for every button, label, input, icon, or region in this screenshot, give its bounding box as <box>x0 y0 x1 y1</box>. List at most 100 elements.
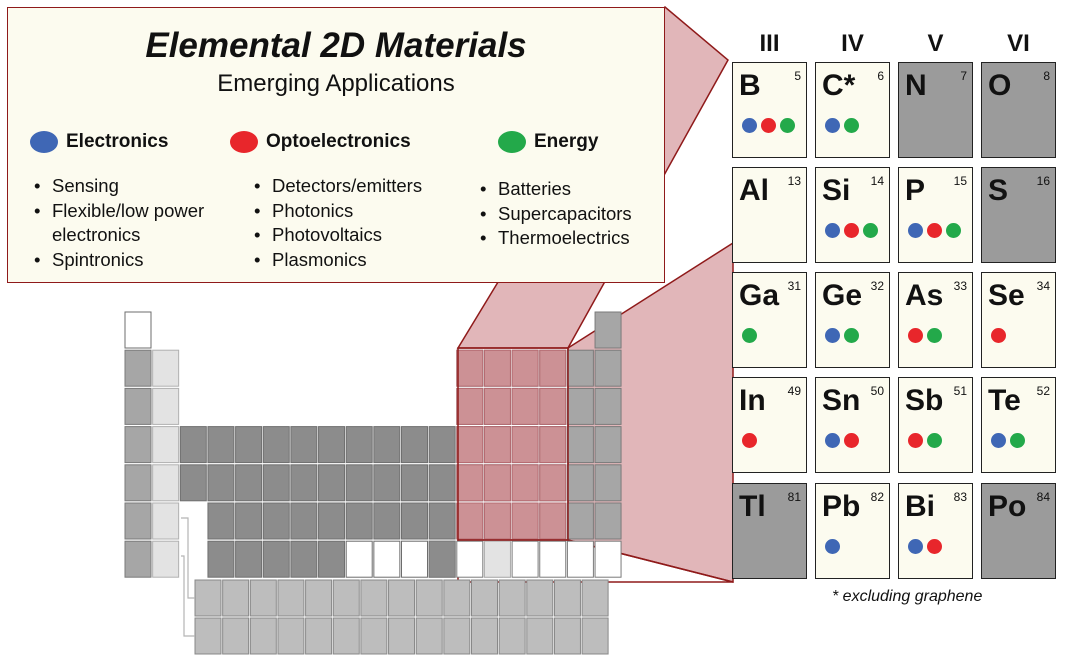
highlighted-cell <box>483 426 511 464</box>
application-dots <box>908 223 965 238</box>
f-block-cell <box>581 579 609 617</box>
list-item: Thermoelectrics <box>480 226 632 251</box>
f-block-cell <box>415 617 443 655</box>
mini-table-cell <box>124 540 152 578</box>
energy-dot-icon <box>927 328 942 343</box>
f-block-cell <box>553 579 581 617</box>
mini-table-cell <box>594 464 622 502</box>
group-label-vi: VI <box>1007 30 1030 57</box>
mini-table-cell <box>235 502 263 540</box>
energy-dot-icon <box>780 118 795 133</box>
highlighted-cell <box>483 502 511 540</box>
f-block-cell <box>553 617 581 655</box>
electronics-dot-icon <box>825 433 840 448</box>
element-symbol: Ga <box>739 279 780 312</box>
mini-table-cell <box>373 540 401 578</box>
mini-table-cell <box>566 502 594 540</box>
highlighted-cell <box>456 426 484 464</box>
element-symbol: S <box>988 174 1009 207</box>
element-symbol: As <box>905 279 944 312</box>
f-block-cell <box>194 617 222 655</box>
atomic-number: 14 <box>870 174 884 188</box>
atomic-number: 6 <box>877 69 884 83</box>
list-item: Sensing <box>34 174 204 199</box>
element-tile: C*6 <box>815 62 890 158</box>
mini-table-cell <box>152 349 180 387</box>
application-dots <box>825 328 863 343</box>
atomic-number: 13 <box>787 174 801 188</box>
application-dots <box>991 433 1029 448</box>
f-block-cell <box>581 617 609 655</box>
highlighted-cell <box>483 349 511 387</box>
f-block-cell <box>471 579 498 617</box>
element-symbol: O <box>988 69 1012 102</box>
highlighted-cell <box>511 426 539 464</box>
optoelectronics-dot-icon <box>908 328 923 343</box>
mini-table-cell <box>152 426 180 464</box>
mini-table-cell <box>318 464 346 502</box>
mini-table-cell <box>290 502 318 540</box>
legend-energy: Energy <box>498 131 598 153</box>
mini-table-cell <box>428 426 456 464</box>
element-tile: S 16 <box>981 167 1056 263</box>
optoelectronics-list: Detectors/emitters Photonics Photovoltai… <box>254 174 422 272</box>
application-dots <box>742 118 799 133</box>
highlighted-cell <box>456 387 484 425</box>
element-symbol: N <box>905 69 927 102</box>
highlighted-cell <box>539 502 567 540</box>
highlighted-cell <box>539 387 567 425</box>
mini-table-cell <box>373 502 401 540</box>
atomic-number: 49 <box>787 384 801 398</box>
mini-table-cell <box>401 502 428 540</box>
actinide-connector <box>181 555 195 637</box>
mini-table-cell <box>152 540 180 578</box>
mini-table-cell <box>373 426 401 464</box>
f-block-cell <box>388 579 416 617</box>
f-block-cell <box>249 617 277 655</box>
highlighted-cell <box>539 426 567 464</box>
element-tile: In 49 <box>732 377 807 473</box>
highlighted-cell <box>483 464 511 502</box>
mini-table-cell <box>566 387 594 425</box>
list-item: Photovoltaics <box>254 223 422 248</box>
energy-list: Batteries Supercapacitors Thermoelectric… <box>480 177 632 251</box>
application-dots <box>825 433 863 448</box>
atomic-number: 15 <box>953 174 967 188</box>
f-block-cell <box>305 617 333 655</box>
optoelectronics-dot-icon <box>844 433 859 448</box>
mini-table-cell <box>262 464 290 502</box>
atomic-number: 16 <box>1036 174 1050 188</box>
list-item: Photonics <box>254 199 422 224</box>
mini-table-cell <box>345 426 373 464</box>
atomic-number: 81 <box>787 490 801 504</box>
atomic-number: 32 <box>870 279 884 293</box>
optoelectronics-dot-icon <box>761 118 776 133</box>
highlighted-cell <box>456 349 484 387</box>
element-symbol: Pb <box>822 490 861 523</box>
electronics-dot-icon <box>825 539 840 554</box>
highlighted-cell <box>483 387 511 425</box>
footnote: * excluding graphene <box>832 588 983 605</box>
mini-table-cell <box>566 540 594 578</box>
mini-table-cell <box>483 540 511 578</box>
element-symbol: In <box>739 384 766 417</box>
electronics-dot-icon <box>908 539 923 554</box>
mini-table-cell <box>207 502 235 540</box>
f-block-cell <box>277 617 305 655</box>
element-symbol: Se <box>988 279 1025 312</box>
mini-table-cell <box>373 464 401 502</box>
electronics-dot-icon <box>908 223 923 238</box>
f-block-cell <box>222 579 250 617</box>
mini-table-cell <box>262 502 290 540</box>
atomic-number: 83 <box>953 490 967 504</box>
energy-dot-icon <box>742 328 757 343</box>
element-symbol: Sb <box>905 384 944 417</box>
mini-table-cell <box>124 311 152 349</box>
highlighted-cell <box>511 464 539 502</box>
mini-table-cell <box>290 540 318 578</box>
group-label-iii: III <box>759 30 780 57</box>
f-block-cell <box>360 617 388 655</box>
